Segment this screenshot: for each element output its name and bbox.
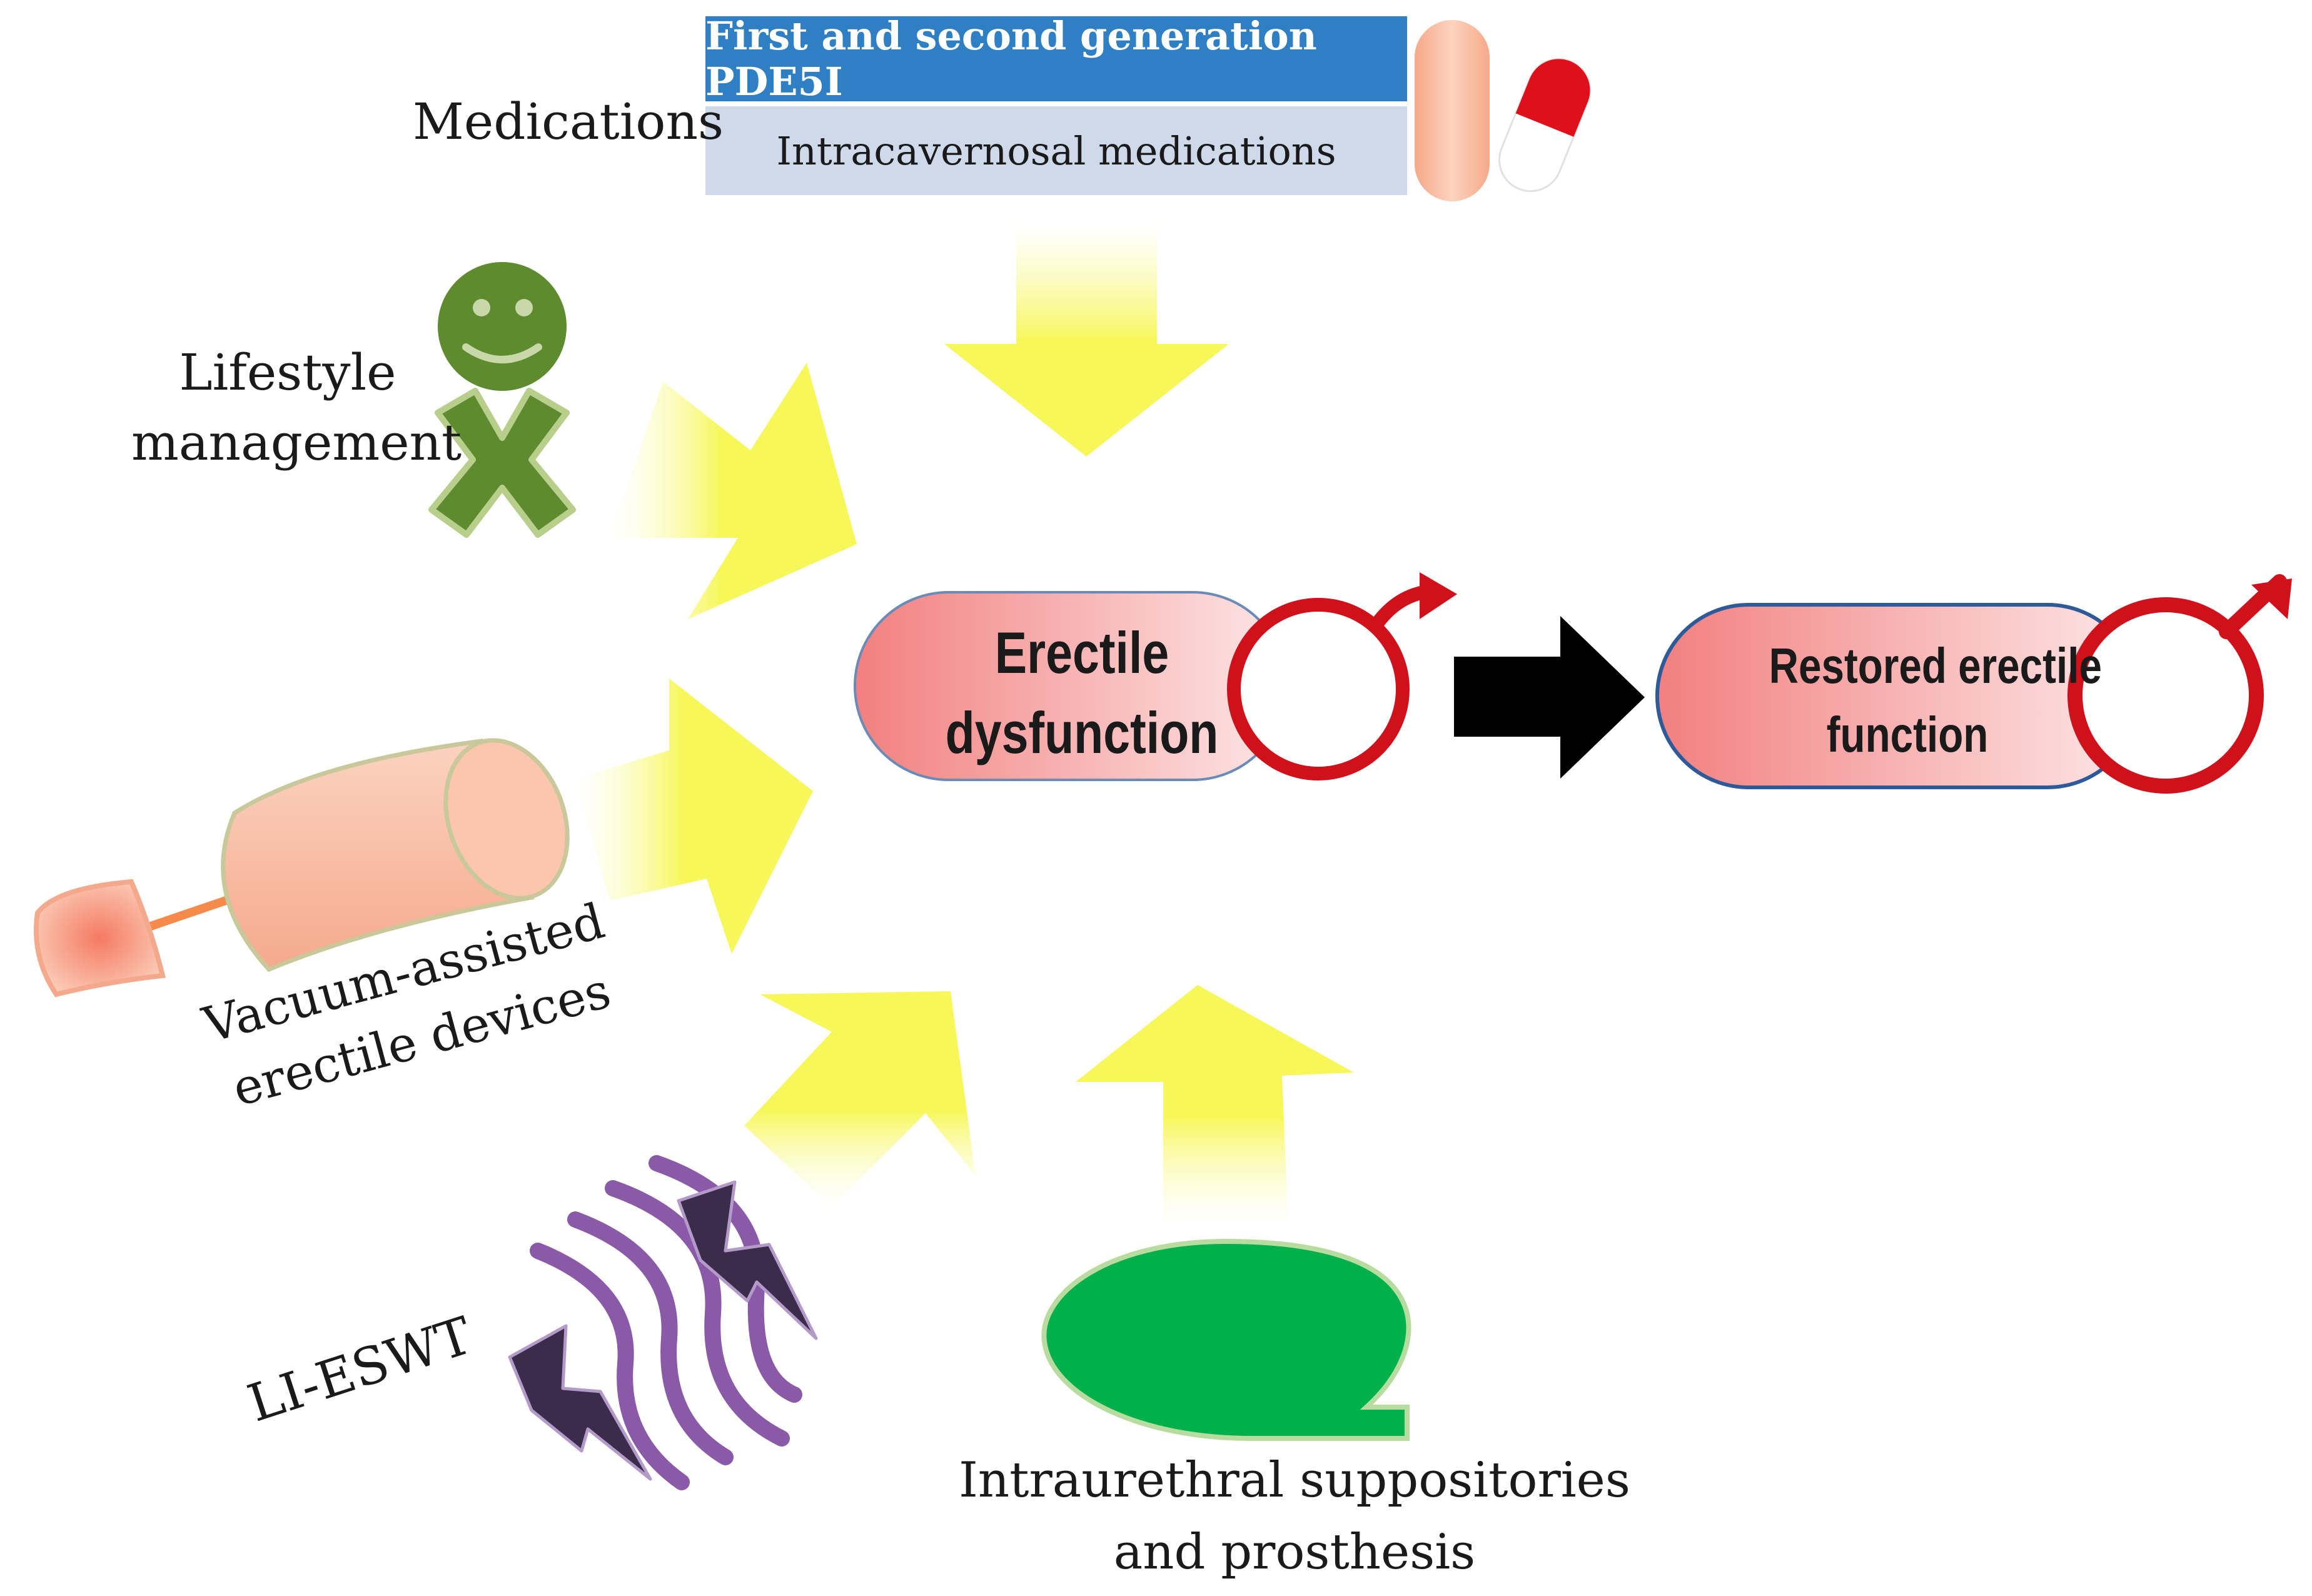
pde5i-box: First and second generation PDE5I: [705, 13, 1407, 104]
intraurethral-line1: Intraurethral suppositories: [959, 1452, 1630, 1508]
black-arrow-icon: [1454, 616, 1645, 779]
intraurethral-line2: and prosthesis: [1113, 1524, 1476, 1580]
lightning-bolt-icon: [508, 1180, 818, 1481]
intracavernosal-label: Intracavernosal medications: [776, 128, 1336, 174]
lifestyle-label: Lifestyle management: [131, 338, 462, 478]
arrow-from-lifestyle: [610, 363, 857, 619]
result-node-line2: function: [1826, 707, 1989, 762]
pill-icon: [1415, 20, 1490, 201]
center-node-label: Erectile dysfunction: [933, 613, 1231, 773]
intracavernosal-box: Intracavernosal medications: [705, 106, 1407, 195]
result-node-line1: Restored erectile: [1769, 638, 2102, 694]
prosthesis-icon: [1041, 1238, 1411, 1441]
male-symbol-icon: [2067, 574, 2292, 794]
lifestyle-line1: Lifestyle: [179, 343, 396, 402]
male-symbol-icon: [1227, 572, 1457, 780]
arrow-from-prosthesis: [1076, 985, 1354, 1226]
arrow-from-medications: [944, 225, 1229, 457]
result-node-label: Restored erectile function: [1769, 632, 2102, 769]
pde5i-label: First and second generation PDE5I: [705, 13, 1317, 104]
lifestyle-line2: management: [131, 413, 462, 472]
arrow-from-vacuum: [575, 679, 813, 954]
vacuum-device-icon: [34, 738, 570, 998]
intraurethral-label: Intraurethral suppositories and prosthes…: [951, 1445, 1638, 1588]
medications-label: Medications: [413, 93, 724, 151]
arrow-from-lieswt: [744, 991, 976, 1207]
center-node-line2: dysfunction: [945, 700, 1219, 765]
capsule-icon: [1498, 58, 1591, 193]
center-node-line1: Erectile: [994, 620, 1169, 685]
smiley-person-icon: [428, 262, 576, 538]
